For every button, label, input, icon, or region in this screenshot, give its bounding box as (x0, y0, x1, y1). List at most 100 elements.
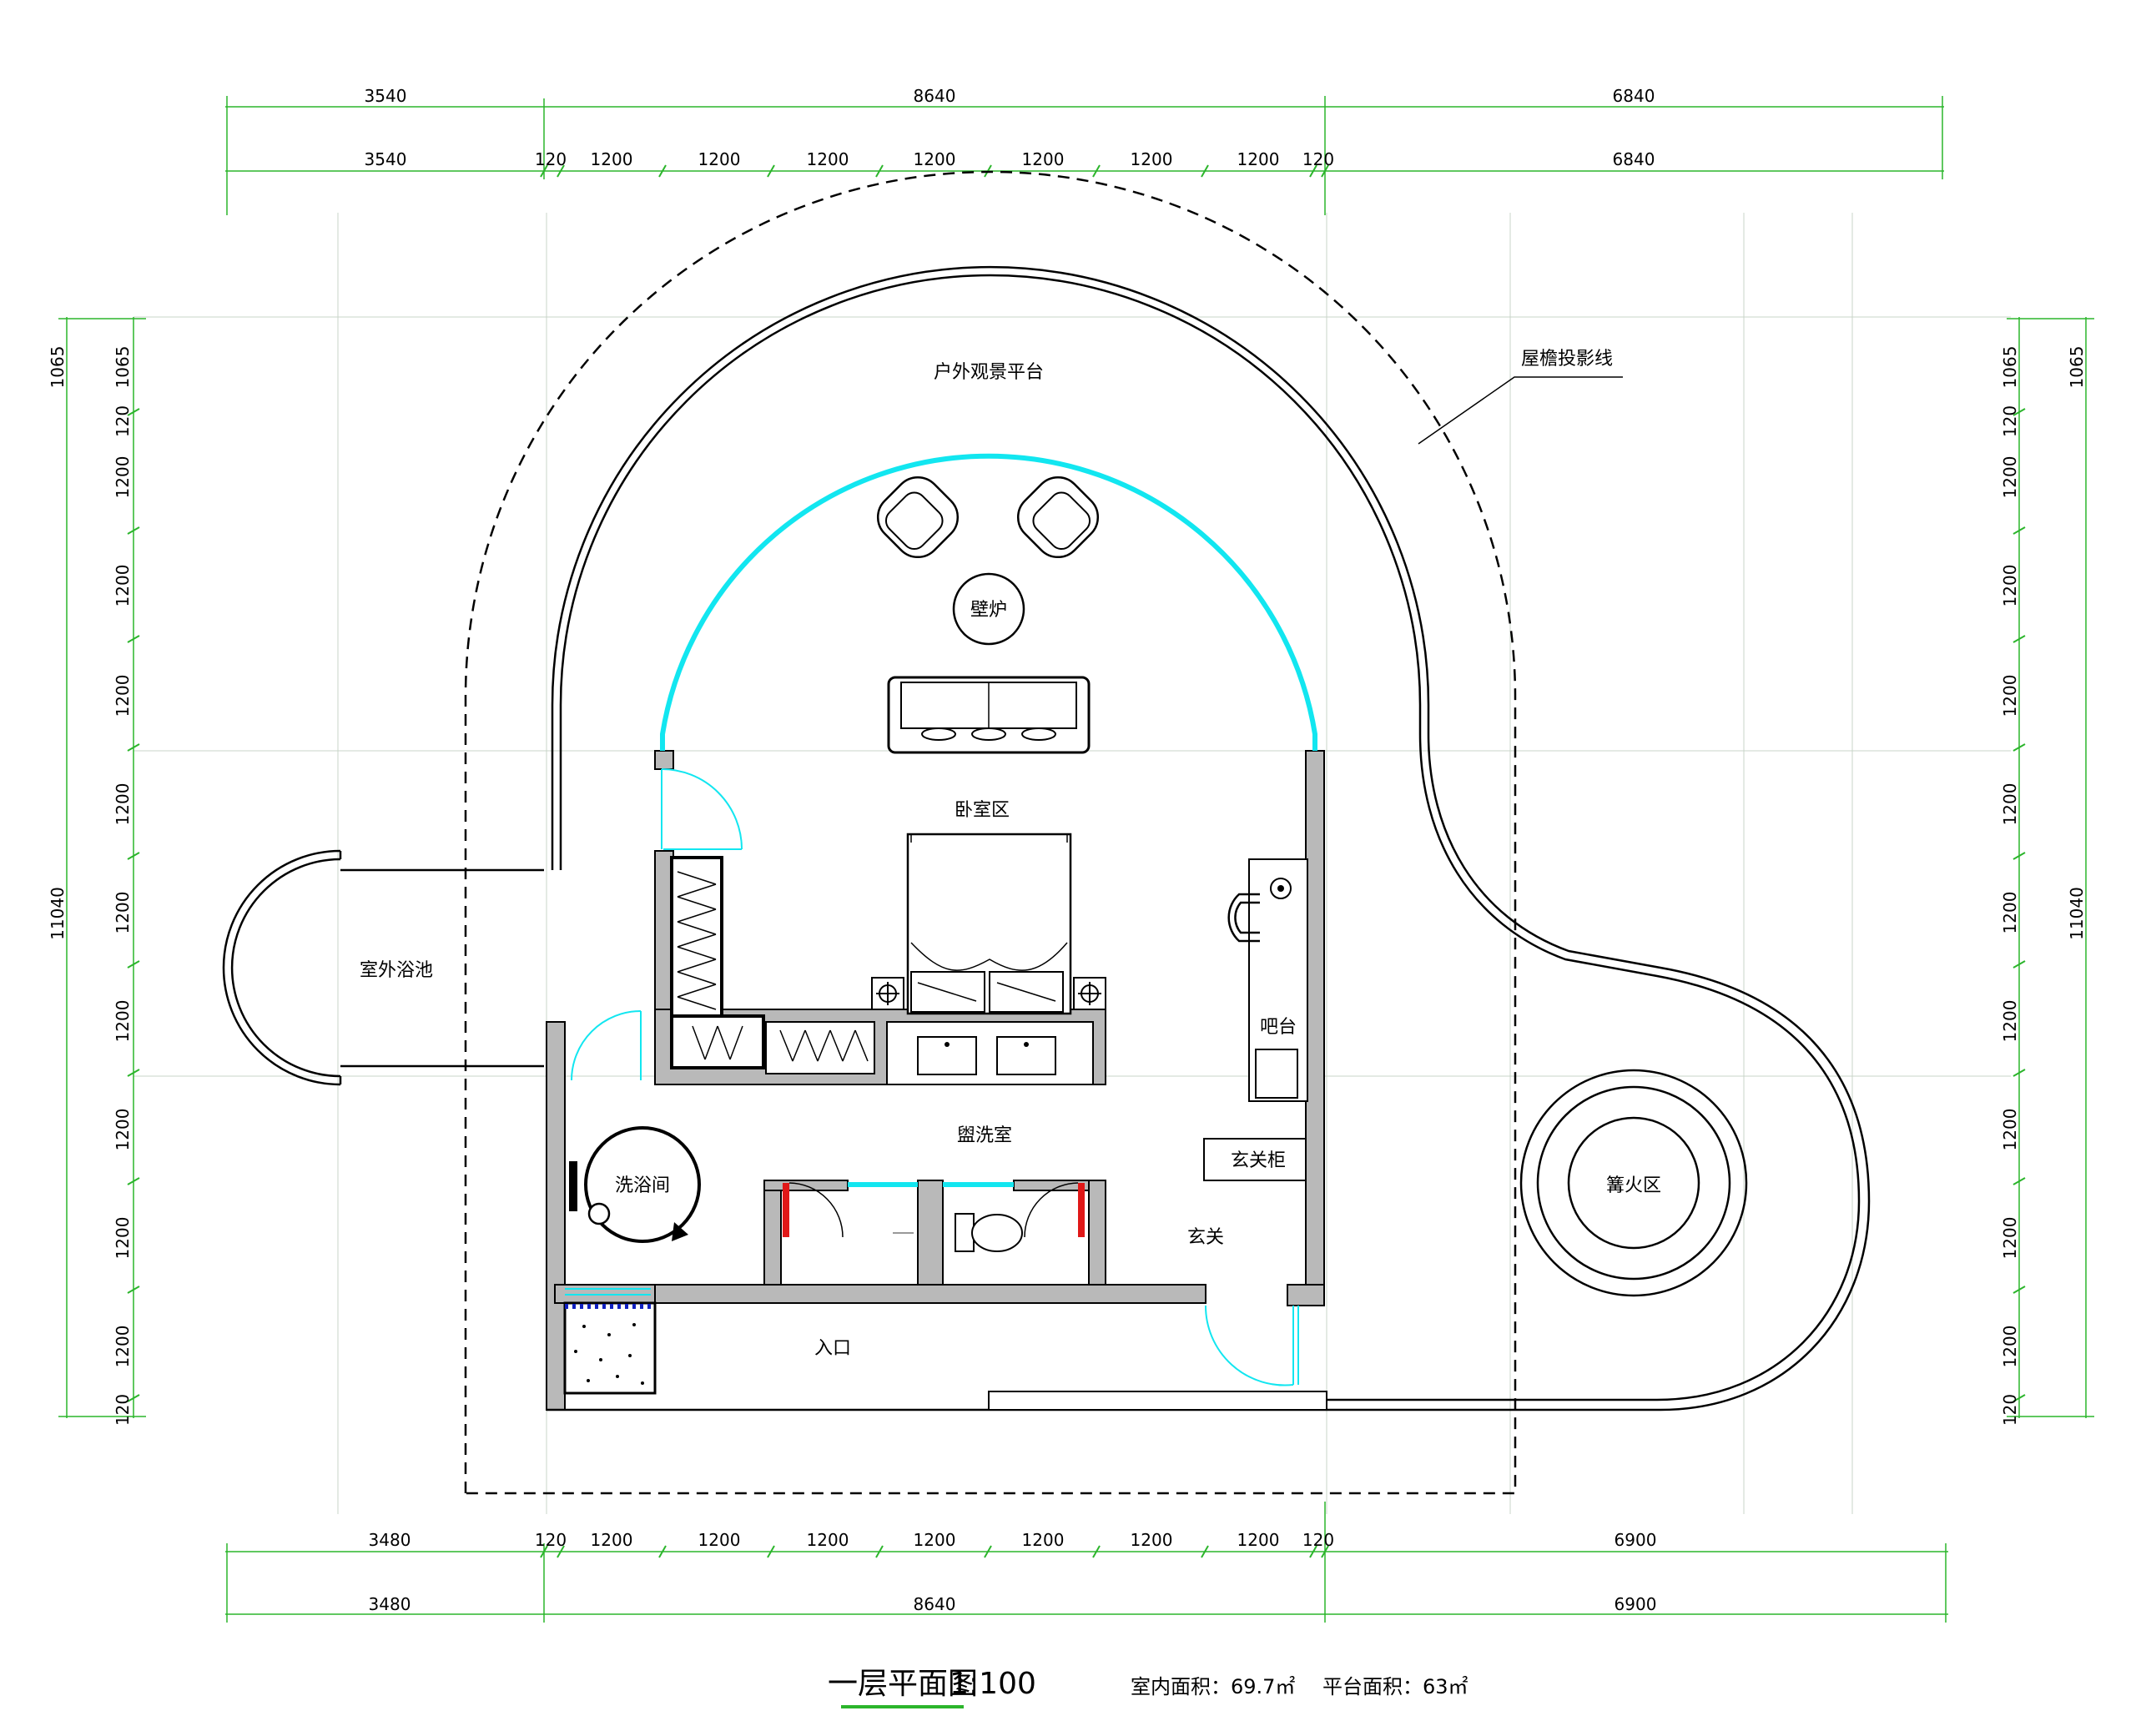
drawing-title: 一层平面图 (828, 1667, 978, 1701)
label-bonfire: 篝火区 (1606, 1175, 1661, 1196)
dim-right-total-0: 1065 (2067, 346, 2087, 389)
dim-top-total-0: 3540 (365, 86, 407, 106)
dim-right-detail-8: 1200 (2000, 1109, 2020, 1151)
bedroom-door (661, 768, 743, 850)
dim-bottom-detail-10: 6900 (1615, 1530, 1657, 1550)
drawing-title-block: 一层平面图 1:100 室内面积：69.7㎡ 平台面积：63㎡ (828, 1667, 1468, 1708)
outdoor-bath (222, 849, 544, 1086)
indoor-area: 室内面积：69.7㎡ (1131, 1675, 1295, 1698)
dim-top-detail-10: 6840 (1613, 149, 1655, 169)
dim-left-detail-4: 1200 (113, 675, 133, 717)
dim-left-detail-9: 1200 (113, 1217, 133, 1260)
platform-boundary-inner (559, 274, 1861, 1401)
dimension-text-left: 1065 11040 1065 120 1200 1200 1200 1200 … (48, 346, 133, 1427)
dim-bottom-total-1: 8640 (914, 1594, 956, 1614)
label-washroom: 盥洗室 (957, 1125, 1012, 1146)
label-shower: 洗浴间 (615, 1175, 670, 1196)
dimension-text-top: 3540 8640 6840 3540 120 1200 1200 1200 1… (365, 86, 1655, 169)
dim-right-detail-9: 1200 (2000, 1217, 2020, 1260)
dim-right-detail-0: 1065 (2000, 346, 2020, 389)
dim-left-total-0: 1065 (48, 346, 68, 389)
dim-left-detail-10: 1200 (113, 1326, 133, 1368)
vanity-basins (917, 1036, 1056, 1075)
label-entrance: 入口 (814, 1338, 851, 1359)
dim-bottom-total-2: 6900 (1615, 1594, 1657, 1614)
dim-left-detail-0: 1065 (113, 346, 133, 389)
shower-door (571, 1010, 642, 1081)
nightstands (871, 977, 1106, 1010)
dim-right-detail-7: 1200 (2000, 1000, 2020, 1043)
dim-left-detail-11: 120 (113, 1394, 133, 1426)
label-bar: 吧台 (1260, 1017, 1297, 1038)
bed (906, 833, 1072, 1015)
dim-right-detail-1: 120 (2000, 405, 2020, 437)
dim-top-detail-4: 1200 (807, 149, 849, 169)
dim-left-detail-8: 1200 (113, 1109, 133, 1151)
entry-cabinet (1203, 1138, 1307, 1181)
dim-top-detail-2: 1200 (591, 149, 633, 169)
dimension-lines (58, 96, 2094, 1623)
bar-counter (1227, 858, 1308, 1102)
dim-top-total-1: 8640 (914, 86, 956, 106)
dim-bottom-detail-5: 1200 (914, 1530, 956, 1550)
dim-left-detail-1: 120 (113, 405, 133, 437)
dim-right-detail-11: 120 (2000, 1394, 2020, 1426)
dim-right-total-1: 11040 (2067, 887, 2087, 940)
eave-projection-line (464, 170, 1517, 1495)
dim-bottom-detail-8: 1200 (1237, 1530, 1280, 1550)
label-entry-cabinet: 玄关柜 (1231, 1150, 1286, 1171)
dim-top-detail-6: 1200 (1022, 149, 1065, 169)
dim-left-detail-5: 1200 (113, 783, 133, 826)
dim-right-detail-2: 1200 (2000, 456, 2020, 499)
dim-top-detail-0: 3540 (365, 149, 407, 169)
sofa (887, 676, 1091, 754)
label-eave-line: 屋檐投影线 (1521, 349, 1613, 370)
dim-left-detail-3: 1200 (113, 565, 133, 607)
drawing-scale: 1:100 (950, 1667, 1036, 1701)
dim-bottom-detail-2: 1200 (591, 1530, 633, 1550)
glass-arc-wall (660, 453, 1317, 751)
dim-bottom-detail-1: 120 (535, 1530, 567, 1550)
entry-mat (563, 1288, 657, 1395)
label-bedroom: 卧室区 (955, 800, 1010, 821)
dim-right-detail-5: 1200 (2000, 783, 2020, 826)
grid-lines (133, 213, 2011, 1514)
dim-top-total-2: 6840 (1613, 86, 1655, 106)
dim-top-detail-8: 1200 (1237, 149, 1280, 169)
wardrobe (670, 856, 869, 1069)
dim-left-detail-7: 1200 (113, 1000, 133, 1043)
armchairs (876, 476, 1100, 559)
exterior-walls (546, 750, 1327, 1411)
shower-fixture (569, 1126, 701, 1243)
dim-bottom-total-0: 3480 (369, 1594, 411, 1614)
dim-top-detail-7: 1200 (1131, 149, 1173, 169)
dim-left-total-1: 11040 (48, 887, 68, 940)
label-outdoor-pool: 室外浴池 (360, 960, 433, 981)
dim-bottom-detail-7: 1200 (1131, 1530, 1173, 1550)
dim-top-detail-3: 1200 (698, 149, 741, 169)
fireplace-icon (952, 572, 1025, 646)
dim-bottom-detail-6: 1200 (1022, 1530, 1065, 1550)
platform-boundary-outer (551, 265, 1871, 1411)
dim-right-detail-3: 1200 (2000, 565, 2020, 607)
eave-leader (1418, 376, 1623, 445)
dim-bottom-detail-9: 120 (1302, 1530, 1334, 1550)
dim-bottom-detail-0: 3480 (369, 1530, 411, 1550)
dim-left-detail-6: 1200 (113, 892, 133, 934)
dim-left-detail-2: 1200 (113, 456, 133, 499)
dim-bottom-detail-4: 1200 (807, 1530, 849, 1550)
dim-top-detail-1: 120 (535, 149, 567, 169)
platform-area: 平台面积：63㎡ (1322, 1675, 1468, 1698)
dim-right-detail-6: 1200 (2000, 892, 2020, 934)
toilet-fixture (893, 1213, 1023, 1252)
label-foyer: 玄关 (1187, 1227, 1224, 1248)
room-labels: 户外观景平台 屋檐投影线 壁炉 卧室区 室外浴池 吧台 盥洗室 洗浴间 玄关柜 … (360, 349, 1661, 1359)
entrance-door (1204, 1305, 1299, 1386)
dim-right-detail-10: 1200 (2000, 1326, 2020, 1368)
dim-bottom-detail-3: 1200 (698, 1530, 741, 1550)
bonfire-rings (1519, 1069, 1748, 1297)
dim-right-detail-4: 1200 (2000, 675, 2020, 717)
label-outdoor-platform: 户外观景平台 (934, 362, 1044, 383)
dim-top-detail-9: 120 (1302, 149, 1334, 169)
